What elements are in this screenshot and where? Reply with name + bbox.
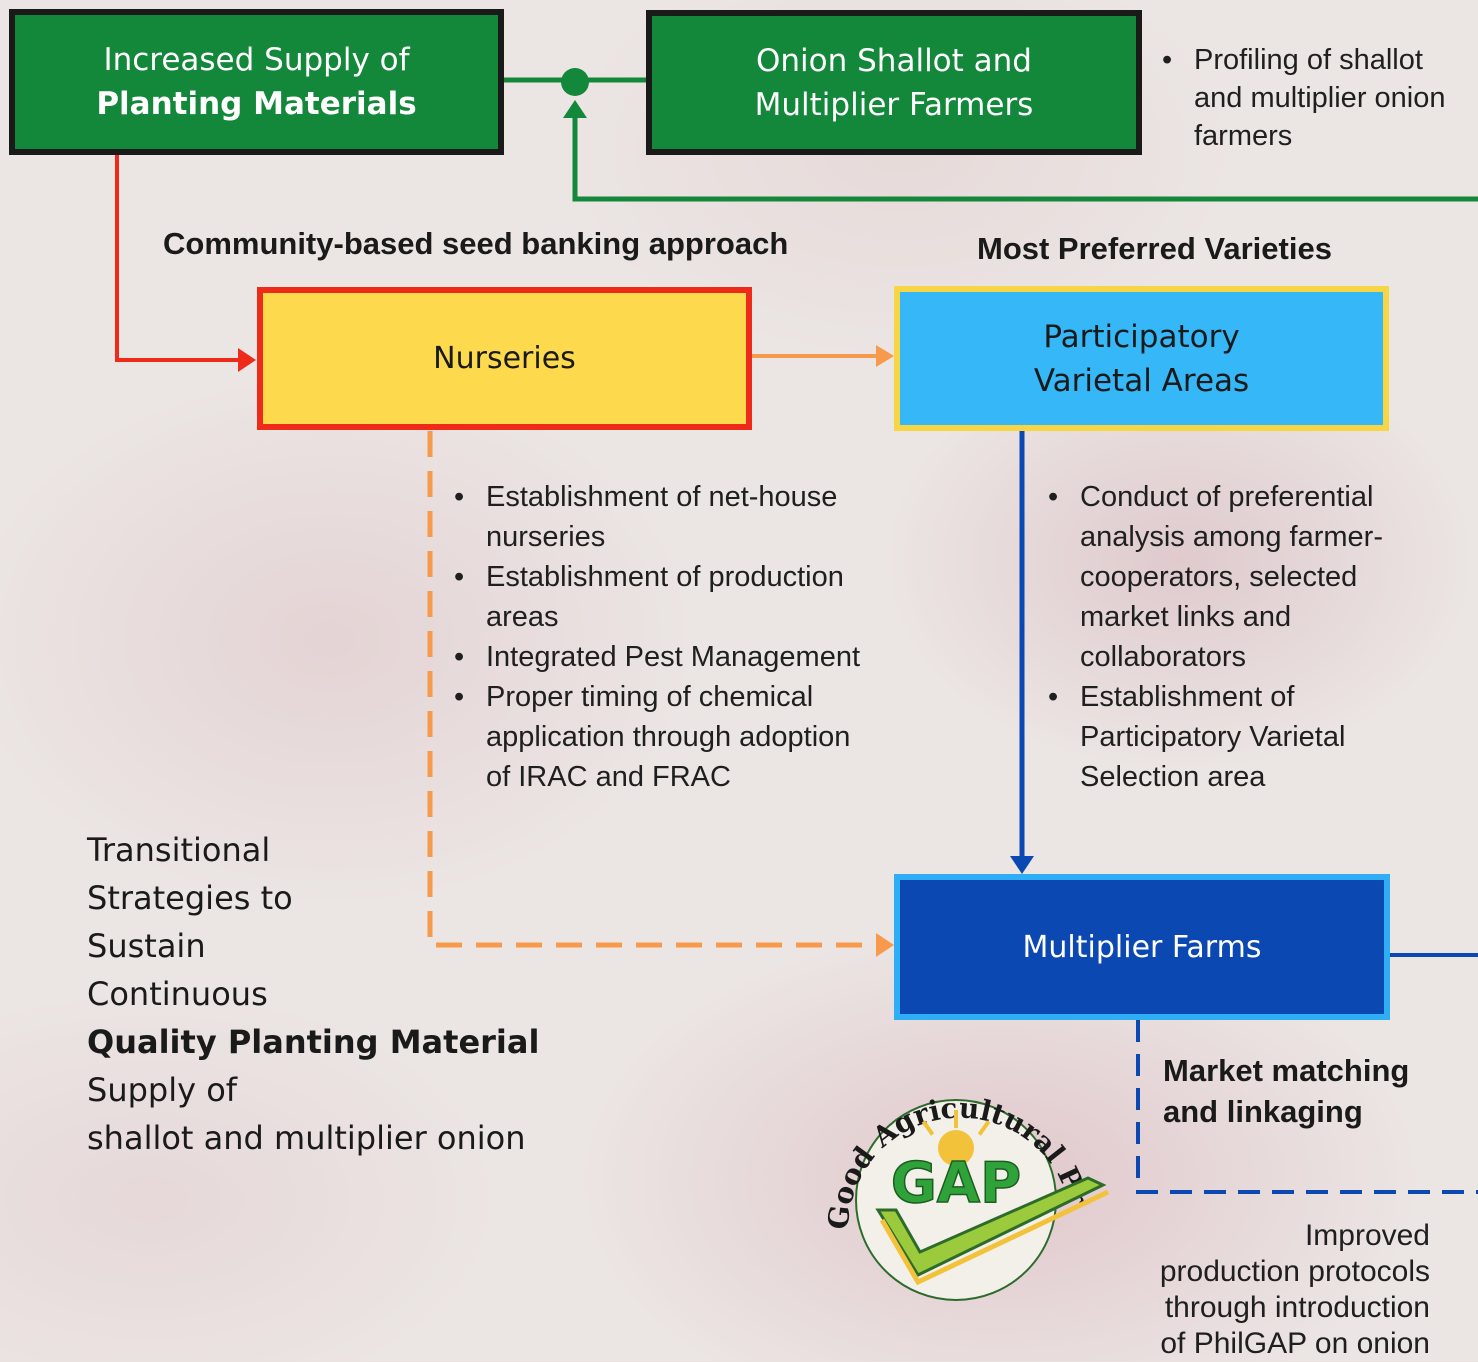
title-line: Transitional: [87, 831, 271, 869]
farmers-box: Onion Shallot and Multiplier Farmers: [646, 10, 1142, 155]
nurseries-activities-list: Establishment of net-house nurseries Est…: [454, 477, 874, 797]
philgap-note: Improved production protocols through in…: [1100, 1218, 1430, 1362]
multiplier-farms-box: Multiplier Farms: [894, 874, 1390, 1020]
title-line: Sustain: [87, 927, 206, 965]
title-line: Continuous: [87, 975, 268, 1013]
nurseries-label: Nurseries: [433, 341, 576, 376]
logo-center-text: GAP: [891, 1151, 1021, 1216]
list-item: Establishment of production areas: [454, 557, 874, 637]
title-line: shallot and multiplier onion: [87, 1119, 526, 1157]
profiling-list: Profiling of shallot and multiplier onio…: [1162, 41, 1462, 155]
pva-line1: Participatory: [1043, 318, 1240, 355]
participatory-varietal-areas-box: Participatory Varietal Areas: [894, 286, 1389, 431]
multiplier-label: Multiplier Farms: [1022, 929, 1262, 965]
market-matching-label: Market matching and linkaging: [1163, 1053, 1410, 1129]
gap-logo: Good Agricultural Practices GAP: [818, 1060, 1110, 1301]
note-line: through introduction: [1164, 1291, 1430, 1324]
supply-to-nurseries-arrow: [115, 155, 240, 362]
preferred-varieties-label: Most Preferred Varieties: [977, 231, 1332, 266]
list-item: Integrated Pest Management: [454, 637, 874, 677]
seedbank-label: Community-based seed banking approach: [163, 226, 789, 261]
supply-line2: Planting Materials: [96, 86, 417, 122]
farmers-line1: Onion Shallot and: [756, 42, 1032, 79]
title-line: Supply of: [87, 1071, 238, 1109]
nurseries-box: Nurseries: [257, 287, 752, 430]
pva-activities-list: Conduct of preferential analysis among f…: [1048, 477, 1408, 797]
note-line: of PhilGAP on onion: [1160, 1327, 1430, 1360]
note-line: production protocols: [1159, 1255, 1430, 1288]
profiling-item: Profiling of shallot and multiplier onio…: [1162, 41, 1462, 155]
increased-supply-box: Increased Supply of Planting Materials: [9, 9, 504, 155]
list-item: Conduct of preferential analysis among f…: [1048, 477, 1408, 677]
green-connectors: [504, 68, 1478, 202]
diagram-title: Transitional Strategies to Sustain Conti…: [87, 826, 647, 1162]
list-item: Establishment of net-house nurseries: [454, 477, 874, 557]
title-line-bold: Quality Planting Material: [87, 1023, 540, 1061]
supply-line1: Increased Supply of: [103, 42, 410, 78]
farmers-line2: Multiplier Farmers: [754, 86, 1034, 123]
title-line: Strategies to: [87, 879, 293, 917]
market-dashed-line: [1136, 1020, 1478, 1194]
list-item: Establishment of Participatory Varietal …: [1048, 677, 1408, 797]
list-item: Proper timing of chemical application th…: [454, 677, 874, 797]
pva-line2: Varietal Areas: [1033, 362, 1250, 399]
note-line: Improved: [1304, 1219, 1430, 1252]
nurseries-to-multiplier-dashed-arrow: [427, 431, 878, 948]
